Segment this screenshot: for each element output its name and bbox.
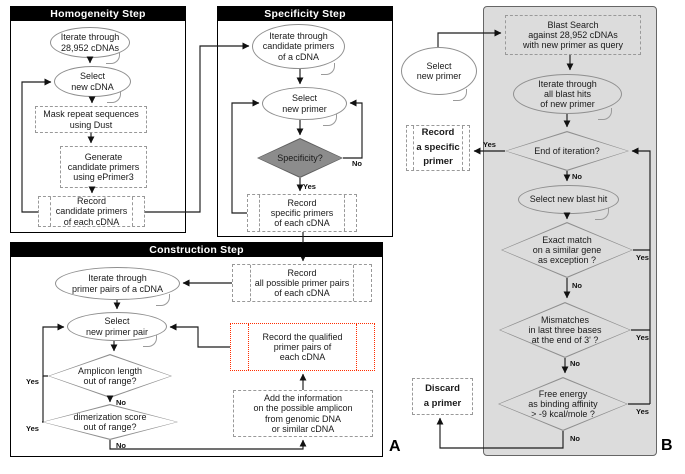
select-new-primer-label: Select new primer [416,60,462,81]
construction-record-all-box: Record all possible primer pairs of each… [232,264,372,302]
homogeneity-title-bar: Homogeneity Step [11,7,185,21]
end-iteration-yes-label: Yes [483,140,496,149]
construction-record-qualified-box: Record the qualified primer pairs of eac… [230,323,375,371]
select-blast-hit-ellipse: Select new blast hit [518,185,619,220]
homogeneity-iterate-ellipse: Iterate through 28,952 cDNAs [50,27,130,64]
mismatches-no-label: No [570,359,580,368]
specificity-no-label: No [352,159,362,168]
exact-match-yes-label: Yes [636,253,649,262]
dimerization-yes-label: Yes [26,424,39,433]
mismatches-label: Mismatches in last three bases at the en… [528,314,602,346]
free-energy-diamond: Free energy as binding affinity > -9 kca… [498,377,628,431]
specificity-title: Specificity Step [264,8,346,20]
free-energy-label: Free energy as binding affinity > -9 kca… [528,388,598,420]
homogeneity-generate-box: Generate candidate primers using ePrimer… [60,146,147,188]
amplicon-yes-label: Yes [26,377,39,386]
homogeneity-record-box: Record candidate primers of each cDNA [38,196,145,227]
figure-label-a: A [389,438,401,455]
blast-search-label: Blast Search against 28,952 cDNAs with n… [522,19,624,51]
construction-iterate-ellipse: Iterate through primer pairs of a cDNA [55,267,180,306]
homogeneity-iterate-label: Iterate through 28,952 cDNAs [60,32,120,53]
amplicon-no-label: No [116,398,126,407]
homogeneity-select-label: Select new cDNA [71,71,114,92]
specificity-select-label: Select new primer [282,93,327,114]
construction-add-info-label: Add the information on the possible ampl… [253,393,353,434]
construction-record-all-label: Record all possible primer pairs of each… [254,267,350,299]
end-of-iteration-diamond: End of iteration? [505,131,629,171]
construction-amplicon-label: Amplicon length out of range? [77,365,143,386]
construction-add-info-box: Add the information on the possible ampl… [233,390,373,437]
construction-amplicon-diamond: Amplicon length out of range? [48,354,172,398]
blast-iterate-hits-label: Iterate through all blast hits of new pr… [538,78,597,110]
specificity-record-box: Record specific primers of each cDNA [247,194,357,232]
construction-title-bar: Construction Step [11,243,382,257]
homogeneity-mask-label: Mask repeat sequences using Dust [43,109,139,130]
construction-select-label: Select new primer pair [85,316,149,337]
figure-label-b: B [661,437,673,454]
select-blast-hit-label: Select new blast hit [529,194,608,205]
construction-title: Construction Step [149,244,244,256]
specificity-record-label: Record specific primers of each cDNA [270,197,334,229]
free-energy-no-label: No [570,434,580,443]
discard-primer-box: Discard a primer [412,378,473,415]
free-energy-yes-label: Yes [636,407,649,416]
homogeneity-mask-box: Mask repeat sequences using Dust [35,106,147,133]
construction-select-ellipse: Select new primer pair [67,312,167,347]
blast-iterate-hits-ellipse: Iterate through all blast hits of new pr… [513,74,622,120]
homogeneity-record-label: Record candidate primers of each cDNA [55,196,128,227]
exact-match-no-label: No [572,281,582,290]
construction-dimerization-diamond: dimerization score out of range? [42,404,178,440]
exact-match-diamond: Exact match on a similar gene as excepti… [501,222,633,278]
specificity-yes-label: Yes [303,182,316,191]
select-new-primer-ellipse: Select new primer [401,47,477,101]
specificity-iterate-ellipse: Iterate through candidate primers of a c… [252,24,345,75]
record-specific-primer-box: Record a specific primer [406,125,470,171]
end-iteration-no-label: No [572,172,582,181]
specificity-decision-label: Specificity? [277,152,323,163]
construction-iterate-label: Iterate through primer pairs of a cDNA [71,273,164,294]
homogeneity-generate-label: Generate candidate primers using ePrimer… [67,151,140,183]
record-specific-primer-label: Record a specific primer [416,126,460,168]
discard-primer-label: Discard a primer [423,382,462,409]
mismatches-yes-label: Yes [636,333,649,342]
specificity-decision-diamond: Specificity? [257,138,343,178]
specificity-select-ellipse: Select new primer [262,87,347,126]
homogeneity-select-ellipse: Select new cDNA [54,66,131,103]
specificity-iterate-label: Iterate through candidate primers of a c… [262,31,335,62]
homogeneity-title: Homogeneity Step [50,8,146,20]
construction-record-qualified-label: Record the qualified primer pairs of eac… [262,331,343,363]
construction-dimerization-label: dimerization score out of range? [73,411,147,432]
exact-match-label: Exact match on a similar gene as excepti… [532,234,602,266]
dimerization-no-label: No [116,441,126,450]
specificity-title-bar: Specificity Step [218,7,392,21]
blast-search-box: Blast Search against 28,952 cDNAs with n… [505,15,641,55]
mismatches-diamond: Mismatches in last three bases at the en… [499,302,631,358]
end-of-iteration-label: End of iteration? [534,145,600,156]
